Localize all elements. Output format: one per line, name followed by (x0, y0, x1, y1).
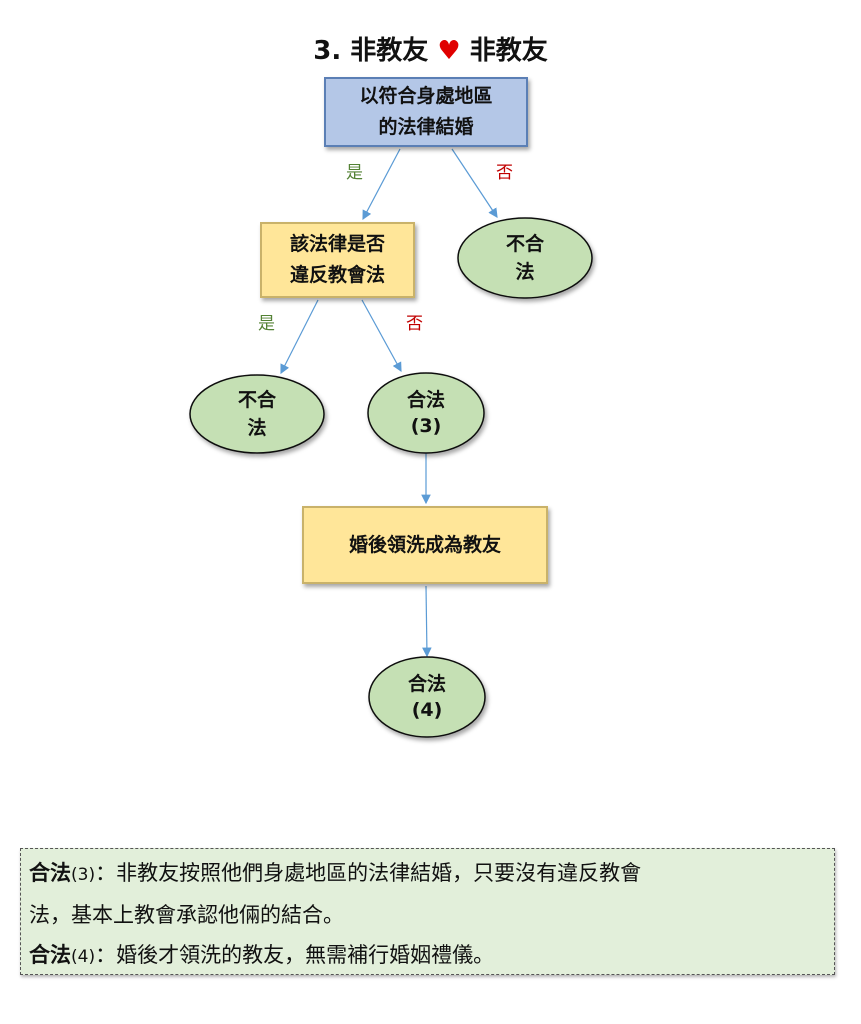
illegal-label-right: 不合法 (458, 218, 592, 298)
legal4-line1: 合法 (407, 673, 446, 695)
note-line-3: 合法(4)：婚後才領洗的教友，無需補行婚姻禮儀。 (29, 935, 826, 977)
q2-line2: 違反教會法 (289, 264, 385, 286)
illegal-label-left: 不合法 (190, 375, 324, 453)
note-legal3-label: 合法 (29, 861, 71, 885)
edge-label-yes-2: 是 (258, 314, 275, 334)
edge-label-yes: 是 (346, 163, 363, 183)
arrow-q1-no (451, 148, 498, 219)
legal4-line2: (4) (411, 699, 443, 721)
note-line-2: 法，基本上教會承認他倆的結合。 (29, 903, 344, 927)
illegal2-line1: 不合 (237, 389, 276, 411)
edge-label-no: 否 (496, 163, 513, 183)
note-legal4-text: ：婚後才領洗的教友，無需補行婚姻禮儀。 (95, 943, 495, 967)
legal3-label: 合法 (3) (368, 373, 484, 453)
q1-line2: 的法律結婚 (378, 116, 474, 138)
note-legal3-text: ：非教友按照他們身處地區的法律結婚，只要沒有違反教會 (95, 861, 642, 885)
note-line-1: 合法(3)：非教友按照他們身處地區的法律結婚，只要沒有違反教會 (29, 853, 826, 895)
legal3-line1: 合法 (406, 389, 445, 411)
arrow-q2-yes (280, 299, 319, 375)
legal4-label: 合法 (4) (369, 657, 485, 737)
q2-line1: 該法律是否 (289, 233, 385, 255)
heart-icon: ♥ (437, 36, 461, 66)
illegal1-line2: 法 (515, 261, 535, 283)
illegal-ellipse-right (457, 217, 593, 299)
legal4-ellipse (368, 656, 486, 738)
action-text: 婚後領洗成為教友 (348, 533, 501, 556)
page-title: 3. 非教友 ♥ 非教友 (0, 30, 861, 67)
question-box-church-law: 該法律是否違反教會法 (260, 222, 415, 298)
illegal-ellipse-left (189, 374, 325, 454)
title-prefix: 3. 非教友 (313, 36, 429, 66)
q1-line1: 以符合身處地區 (359, 85, 493, 107)
arrow-q2-no (361, 299, 402, 373)
legal3-line2: (3) (410, 415, 442, 437)
explanation-note: 合法(3)：非教友按照他們身處地區的法律結婚，只要沒有違反教會 法，基本上教會承… (20, 848, 835, 975)
title-suffix: 非教友 (469, 36, 548, 66)
note-legal4-num: (4) (71, 947, 96, 967)
edge-label-no-2: 否 (406, 314, 423, 334)
question-box-local-law: 以符合身處地區的法律結婚 (324, 77, 528, 147)
note-legal3-num: (3) (71, 865, 96, 885)
arrow-q1-yes (362, 148, 401, 221)
arrow-action-legal4 (422, 585, 432, 658)
action-box-baptism: 婚後領洗成為教友 (302, 506, 548, 584)
illegal2-line2: 法 (247, 417, 267, 439)
illegal1-line1: 不合 (505, 233, 544, 255)
note-legal4-label: 合法 (29, 943, 71, 967)
legal3-ellipse (367, 372, 485, 454)
